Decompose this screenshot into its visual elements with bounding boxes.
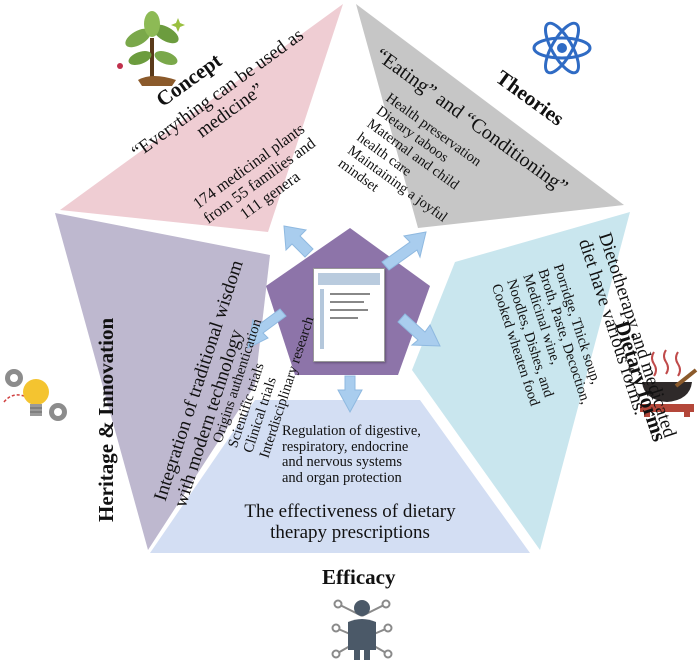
atom-icon (532, 21, 592, 75)
arrow-to-dietary-forms (397, 313, 441, 347)
theories-segment (356, 4, 624, 228)
person-network-icon (331, 599, 393, 660)
book-page-icon (313, 268, 385, 362)
efficacy-detail: Regulation of digestive, respiratory, en… (282, 423, 421, 486)
efficacy-segment (150, 400, 530, 553)
arrow-to-heritage (247, 308, 287, 349)
heritage-segment (55, 213, 270, 550)
lightbulb-gears-icon (3, 369, 67, 421)
plant-sprout-icon (117, 11, 185, 86)
concept-segment (60, 4, 343, 232)
arrow-to-concept (283, 225, 314, 258)
arrow-to-efficacy (337, 375, 363, 414)
herbal-bowl-icon (640, 349, 698, 417)
dietary-forms-segment (412, 212, 630, 550)
efficacy-heading: The effectiveness of dietary therapy pre… (244, 501, 456, 543)
efficacy-title: Efficacy (322, 565, 396, 589)
heritage-title: Heritage & Innovation (94, 317, 118, 522)
arrow-to-theories (381, 231, 427, 271)
